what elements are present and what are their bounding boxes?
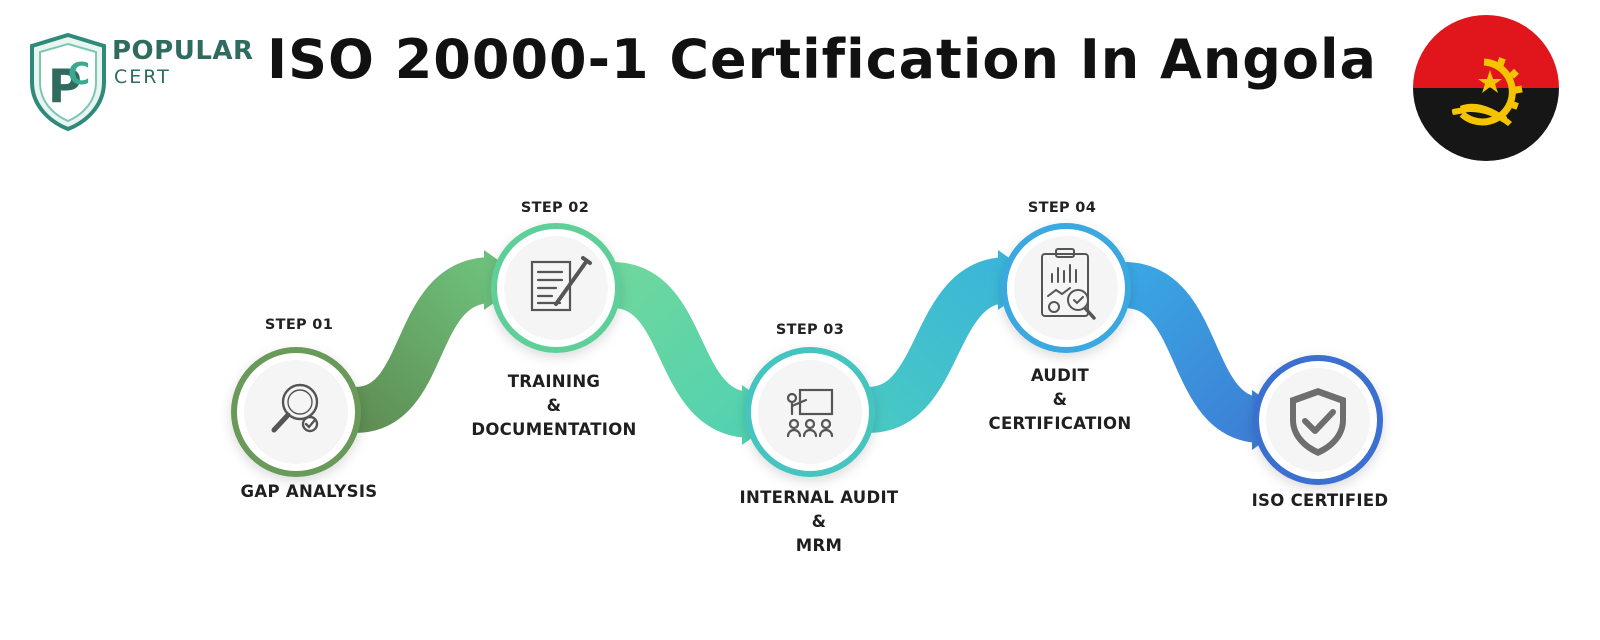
caption-line: CERTIFICATION [988, 414, 1132, 433]
caption-line: INTERNAL AUDIT [739, 488, 899, 507]
popularcert-logo: P C [30, 32, 106, 132]
caption-line: GAP ANALYSIS [240, 482, 378, 501]
logo-wordmark-cert: CERT [114, 66, 171, 88]
caption-line: DOCUMENTATION [471, 420, 637, 439]
step-caption-gap-analysis: GAP ANALYSIS [189, 480, 429, 504]
caption-line: & [1052, 390, 1068, 409]
connector-3-4 [865, 257, 1011, 433]
svg-text:P: P [48, 59, 82, 113]
caption-line: AUDIT [1030, 366, 1090, 385]
angola-flag-icon [1413, 15, 1559, 161]
logo-wordmark-popular: POPULAR [112, 36, 254, 66]
step-label-03: STEP 03 [775, 322, 845, 338]
step-label-02: STEP 02 [520, 200, 590, 216]
step-caption-training-documentation: TRAINING & DOCUMENTATION [434, 370, 674, 442]
caption-line: ISO CERTIFIED [1251, 491, 1389, 510]
step-caption-internal-audit-mrm: INTERNAL AUDIT & MRM [699, 486, 939, 558]
presentation-icon [786, 388, 834, 438]
connector-1-2 [352, 257, 495, 433]
report-chart-icon [1041, 248, 1096, 320]
magnifier-check-icon [271, 383, 319, 433]
caption-line: TRAINING [507, 372, 601, 391]
svg-text:C: C [68, 57, 90, 92]
step-node-1 [231, 347, 361, 477]
caption-line: & [546, 396, 562, 415]
page-title: ISO 20000-1 Certification In Angola [267, 28, 1377, 91]
shield-check-icon [1290, 388, 1346, 456]
step-label-01: STEP 01 [264, 317, 334, 333]
document-pen-icon [530, 256, 592, 312]
connector-2-3 [610, 262, 754, 438]
step-caption-audit-certification: AUDIT & CERTIFICATION [940, 364, 1180, 436]
step-node-4 [1001, 223, 1131, 353]
step-label-04: STEP 04 [1027, 200, 1097, 216]
connector-4-5 [1121, 262, 1265, 443]
caption-line: & [811, 512, 827, 531]
caption-line: MRM [795, 536, 843, 555]
step-node-3 [745, 347, 875, 477]
step-caption-iso-certified: ISO CERTIFIED [1200, 489, 1440, 513]
